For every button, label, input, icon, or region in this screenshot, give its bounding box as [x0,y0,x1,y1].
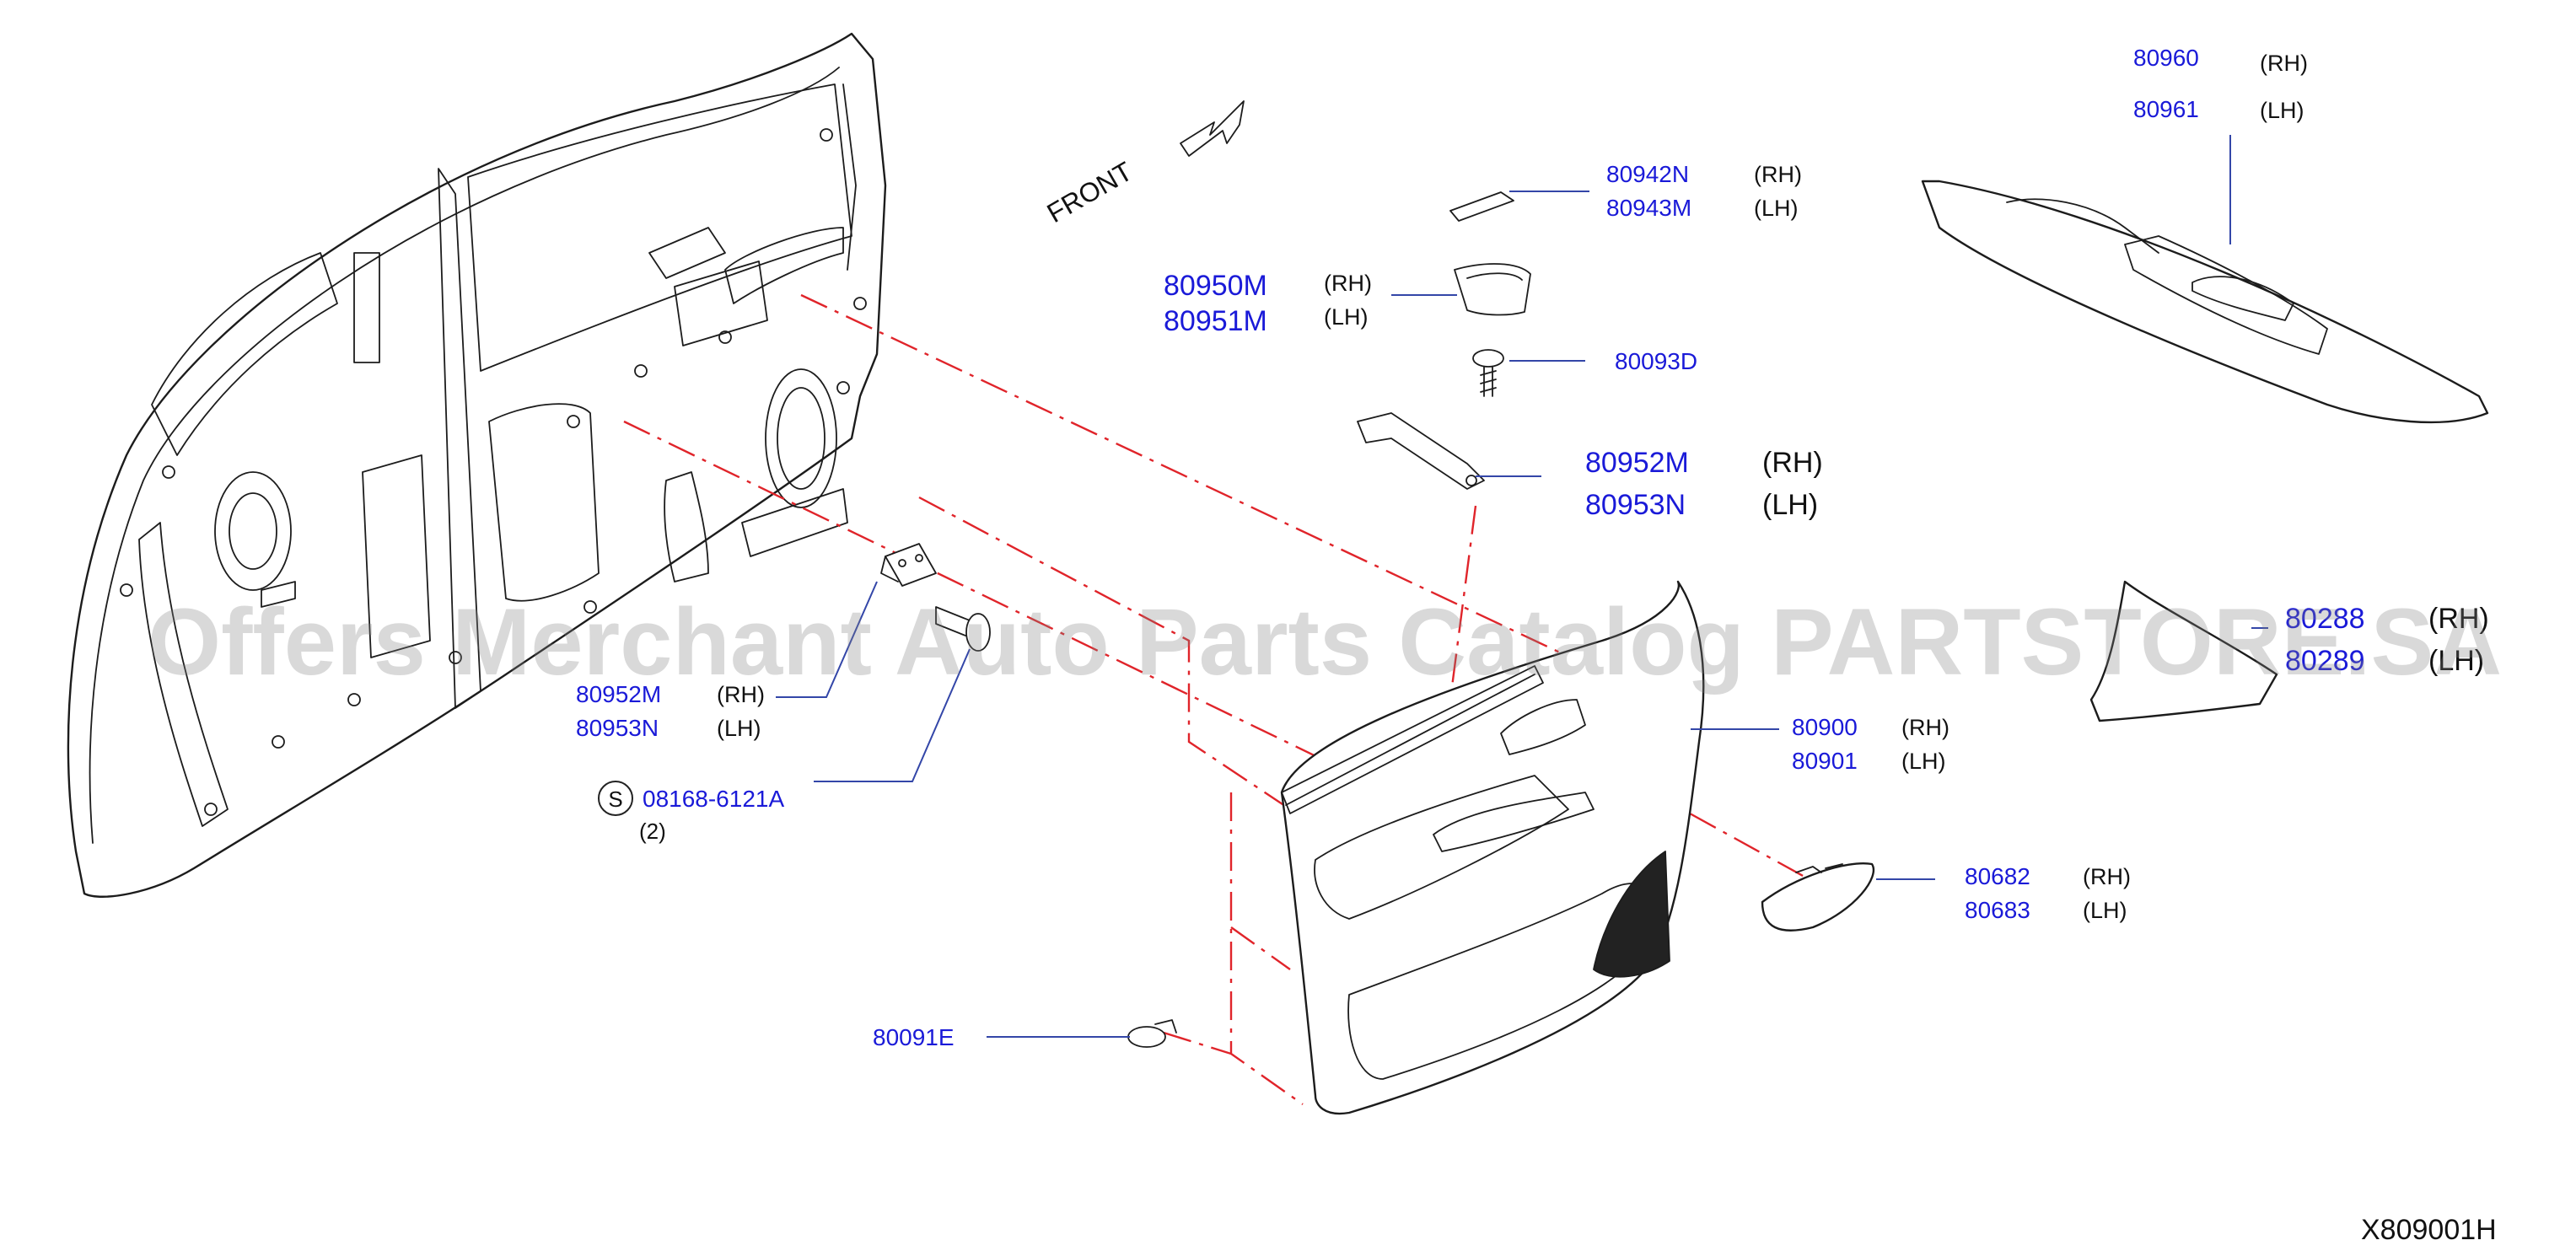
watermark-text: Offers Merchant Auto Parts Catalog PARTS… [148,589,2502,695]
front-label: FRONT [1042,156,1137,228]
callout-80942-group: 80942N (RH) 80943M (LH) [1606,161,1802,221]
side-label-80953N-upper: (LH) [1762,489,1818,521]
pull-handle-cup-part [1454,263,1531,316]
callout-80091-group: 80091E [873,1024,955,1050]
front-direction-arrow [1180,100,1245,157]
side-label-80952M-lower: (RH) [717,682,765,707]
lower-bracket-part [880,543,937,587]
side-label-80289: (LH) [2428,645,2484,677]
callout-80288-group: 80288 (RH) 80289 (LH) [2285,603,2489,677]
part-number-80943M[interactable]: 80943M [1606,195,1691,221]
callout-80960-group: 80960 (RH) 80961 (LH) [2133,45,2308,123]
grommet-part [1127,1019,1177,1048]
side-label-80951M: (LH) [1324,304,1369,330]
side-label-80942N: (RH) [1754,162,1802,187]
part-number-80950M[interactable]: 80950M [1164,270,1267,302]
handle-cover-part [1449,191,1514,222]
side-label-80900: (RH) [1901,715,1949,740]
door-trim-panel [1280,580,1705,1115]
part-number-80900[interactable]: 80900 [1792,714,1858,740]
part-number-80901[interactable]: 80901 [1792,748,1858,774]
callout-80900-group: 80900 (RH) 80901 (LH) [1792,714,1949,774]
standard-part-symbol-letter: S [608,787,622,812]
part-number-80952M-upper[interactable]: 80952M [1585,447,1689,479]
part-number-08168-6121A[interactable]: 08168-6121A [643,786,784,812]
part-number-80091E[interactable]: 80091E [873,1024,955,1050]
part-number-80093D[interactable]: 80093D [1615,348,1697,374]
mirror-corner-finisher [2089,580,2278,722]
part-number-80683[interactable]: 80683 [1965,897,2030,923]
upper-bracket-part [1357,412,1485,490]
part-number-80951M[interactable]: 80951M [1164,305,1267,337]
side-label-80683: (LH) [2083,898,2127,923]
side-label-80901: (LH) [1901,749,1946,774]
inner-door-panel [67,32,887,898]
part-number-80952M-lower[interactable]: 80952M [576,681,661,707]
part-number-80942N[interactable]: 80942N [1606,161,1689,187]
leader-lines [776,135,2268,1038]
quantity-label: (2) [639,819,666,844]
callout-80950-group: 80950M (RH) 80951M (LH) [1164,270,1372,337]
part-number-80953N-upper[interactable]: 80953N [1585,489,1686,521]
side-label-80960: (RH) [2260,51,2308,76]
side-label-80952M-upper: (RH) [1762,447,1823,479]
power-window-switch-bezel [1921,180,2489,424]
side-label-80961: (LH) [2260,98,2304,123]
drawing-id: X809001H [2361,1214,2497,1246]
callout-80952-upper-group: 80952M (RH) 80953N (LH) [1585,447,1823,521]
callout-80952-lower-group: 80952M (RH) 80953N (LH) [576,681,765,741]
part-number-80961[interactable]: 80961 [2133,96,2199,122]
side-label-80943M: (LH) [1754,196,1799,221]
clip-part [935,606,991,652]
side-label-80682: (RH) [2083,864,2131,889]
side-label-80288: (RH) [2428,603,2489,635]
side-label-80953N-lower: (LH) [717,716,761,741]
callout-80682-group: 80682 (RH) 80683 (LH) [1965,863,2131,923]
callout-08168-group: S 08168-6121A (2) [598,781,784,844]
callout-80093-group: 80093D [1615,348,1697,374]
part-number-80960[interactable]: 80960 [2133,45,2199,71]
standard-part-symbol [598,781,633,816]
screw-part [1472,349,1504,397]
part-number-80288[interactable]: 80288 [2285,603,2365,635]
part-number-80682[interactable]: 80682 [1965,863,2030,889]
side-label-80950M: (RH) [1324,271,1372,296]
part-number-80953N-lower[interactable]: 80953N [576,715,659,741]
inside-handle-escutcheon [1761,862,1874,932]
part-number-80289[interactable]: 80289 [2285,645,2365,677]
